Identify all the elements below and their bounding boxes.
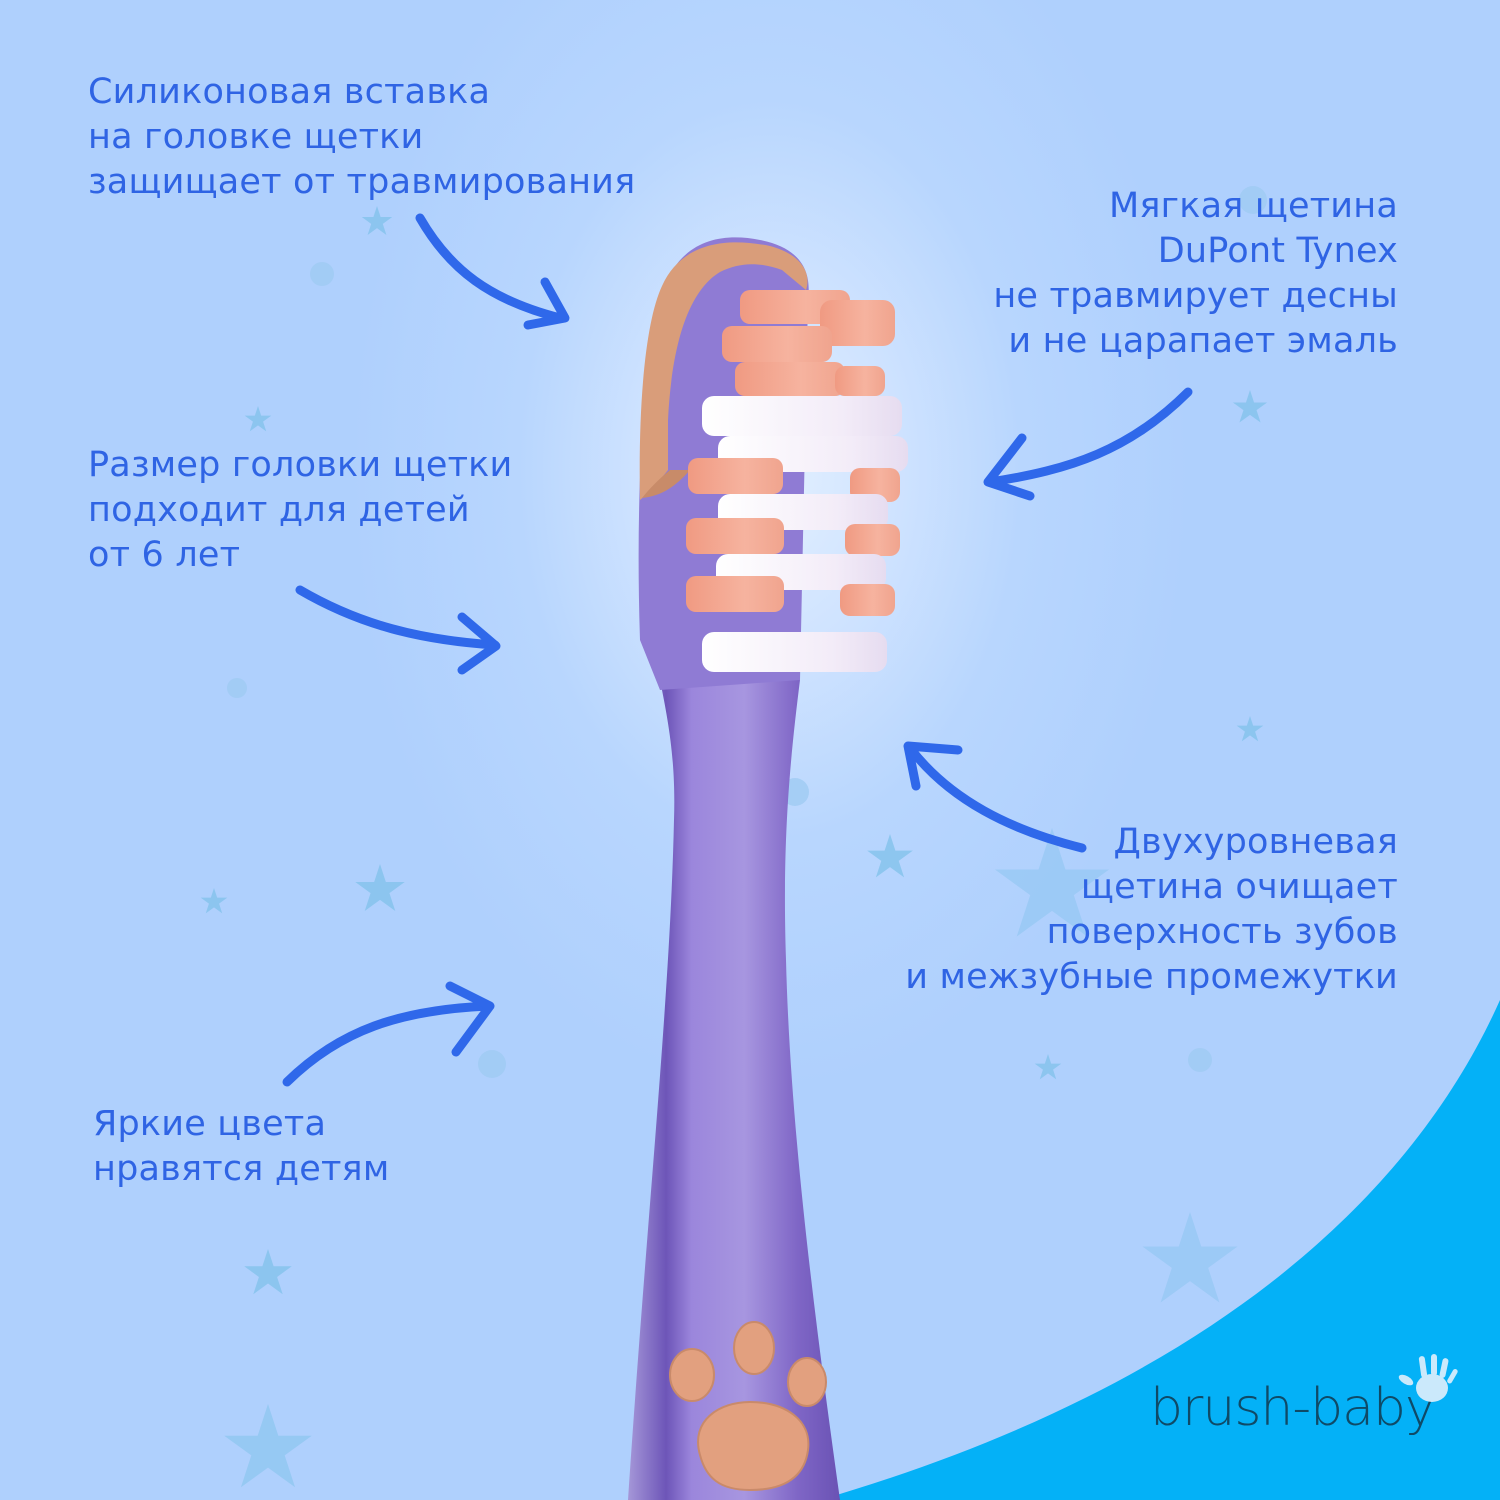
callout-line: защищает от травмирования [88,162,636,202]
callout-line: и межзубные промежутки [905,957,1398,997]
callout-soft-bristles: Мягкая щетина DuPont Tynex не травмирует… [993,184,1398,364]
callout-line: от 6 лет [88,535,241,575]
arrow-icon [415,213,570,330]
callout-head-size: Размер головки щетки подходит для детей … [88,443,512,578]
callout-line: Мягкая щетина [1109,186,1398,226]
callout-two-level-bristles: Двухуровневая щетина очищает поверхность… [905,820,1398,1000]
callout-line: поверхность зубов [1046,912,1398,952]
paw-print-icon [669,1321,827,1492]
handprint-icon [1398,1354,1458,1402]
arrow-icon [295,585,501,675]
callout-line: DuPont Tynex [1157,231,1398,271]
handle [628,680,840,1500]
callout-line: Силиконовая вставка [88,72,491,112]
callout-line: щетина очищает [1080,867,1398,907]
arrow-icon [903,741,1087,853]
callout-bright-colors: Яркие цвета нравятся детям [93,1102,389,1192]
callout-line: Яркие цвета [93,1104,327,1144]
callout-line: на головке щетки [88,117,424,157]
callout-silicone-insert: Силиконовая вставка на головке щетки защ… [88,70,635,205]
callout-line: подходит для детей [88,490,470,530]
brand-logo: brush-baby [1150,1378,1436,1438]
callout-line: нравятся детям [93,1149,390,1189]
callout-line: не травмирует десны [993,276,1398,316]
callout-line: и не царапает эмаль [1008,321,1398,361]
arrow-icon [282,981,495,1087]
callout-line: Размер головки щетки [88,445,513,485]
bristles [686,290,908,672]
arrow-icon [983,387,1193,501]
silicone-insert [639,242,808,501]
callout-line: Двухуровневая [1113,822,1398,862]
